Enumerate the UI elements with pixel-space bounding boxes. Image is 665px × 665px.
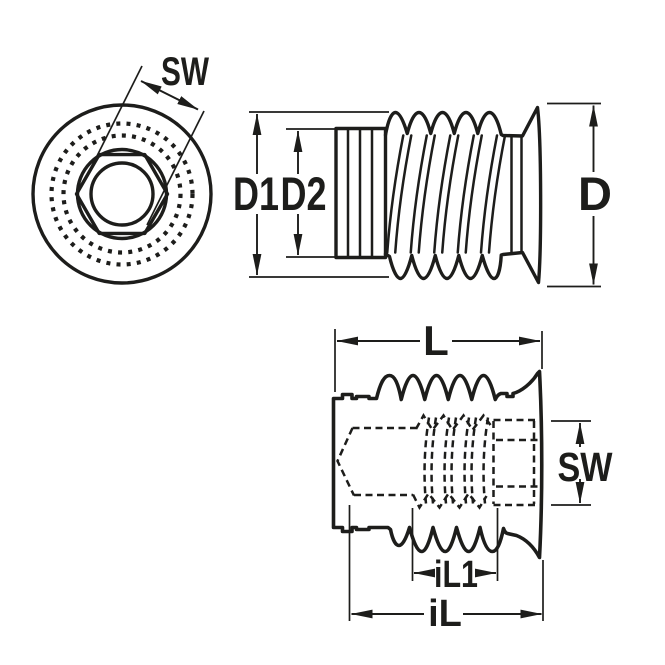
il1-dimension: iL1 [411, 508, 499, 596]
section-outline [331, 369, 544, 560]
dim-label-l: L [423, 317, 449, 364]
dim-label-d2: D2 [281, 167, 327, 220]
side-view: D1 D2 D [233, 102, 612, 288]
internal-cavity-hidden-lines [336, 413, 540, 511]
extension-line [88, 65, 143, 173]
front-view: SW [31, 50, 213, 285]
thread-root-dotted-circle [61, 133, 183, 255]
dim-label-sw-front: SW [161, 50, 209, 94]
l-dimension: L [334, 317, 543, 392]
dimension-line [140, 80, 199, 111]
d1-dimension: D1 [233, 111, 389, 278]
bore-circle [89, 161, 155, 227]
thread-outline [383, 105, 543, 285]
dim-label-sw-section: SW [558, 444, 613, 490]
thread-crest-dotted-circle [49, 121, 195, 267]
dim-label-il1: iL1 [434, 554, 478, 596]
outer-flange-circle [31, 103, 213, 285]
dim-label-d: D [578, 167, 612, 220]
dim-label-il: iL [428, 593, 462, 635]
il-dimension: iL [348, 505, 544, 635]
sw-dimension-front: SW [88, 50, 209, 226]
sw-dimension-section: SW [551, 420, 613, 506]
dim-label-d1: D1 [233, 167, 279, 220]
d-dimension: D [547, 102, 612, 288]
hex-socket [74, 152, 170, 236]
section-view: L SW iL1 iL [331, 317, 613, 635]
thread-flank-lines [386, 134, 507, 254]
d2-dimension: D2 [281, 128, 338, 258]
extension-line [146, 110, 205, 226]
